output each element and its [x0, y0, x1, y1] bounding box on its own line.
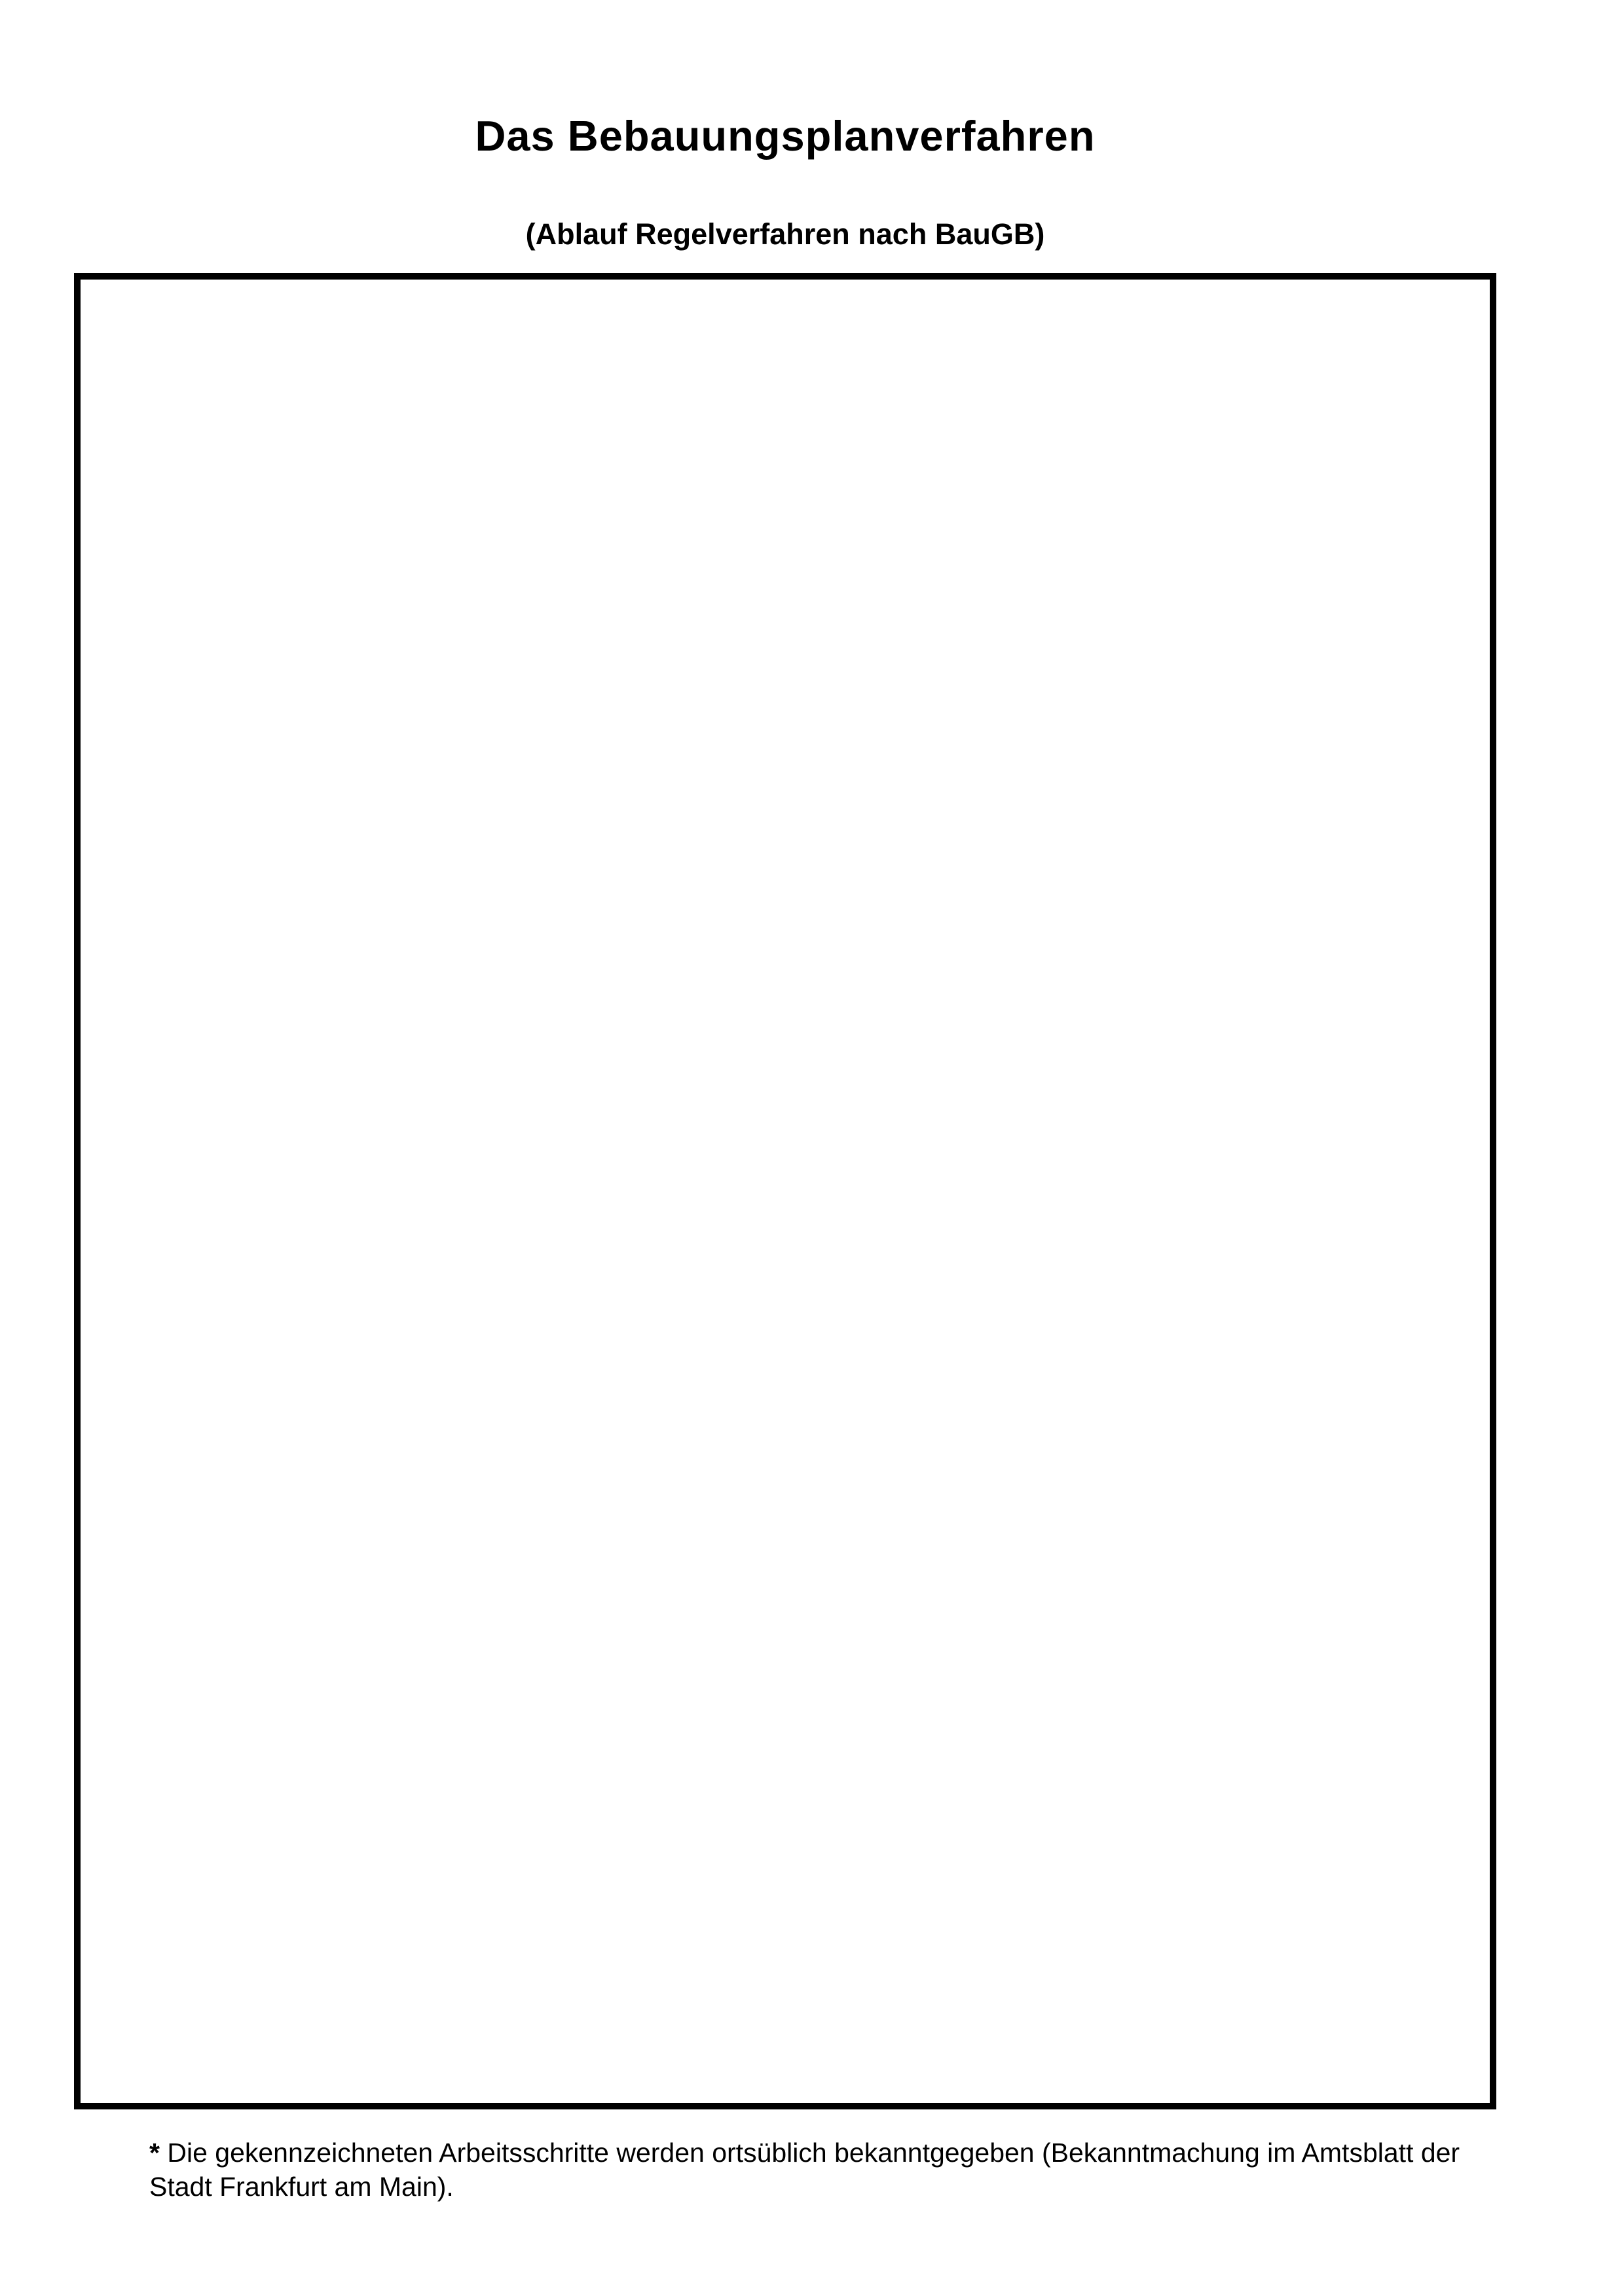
footnote: * Die gekennzeichneten Arbeitsschritte w…: [149, 2136, 1518, 2204]
page-subtitle: (Ablauf Regelverfahren nach BauGB): [525, 217, 1045, 251]
flowchart-frame: [74, 273, 1496, 2109]
footnote-text: Die gekennzeichneten Arbeitsschritte wer…: [149, 2138, 1460, 2202]
footnote-marker: *: [149, 2138, 160, 2168]
page-title: Das Bebauungsplanverfahren: [475, 112, 1096, 160]
